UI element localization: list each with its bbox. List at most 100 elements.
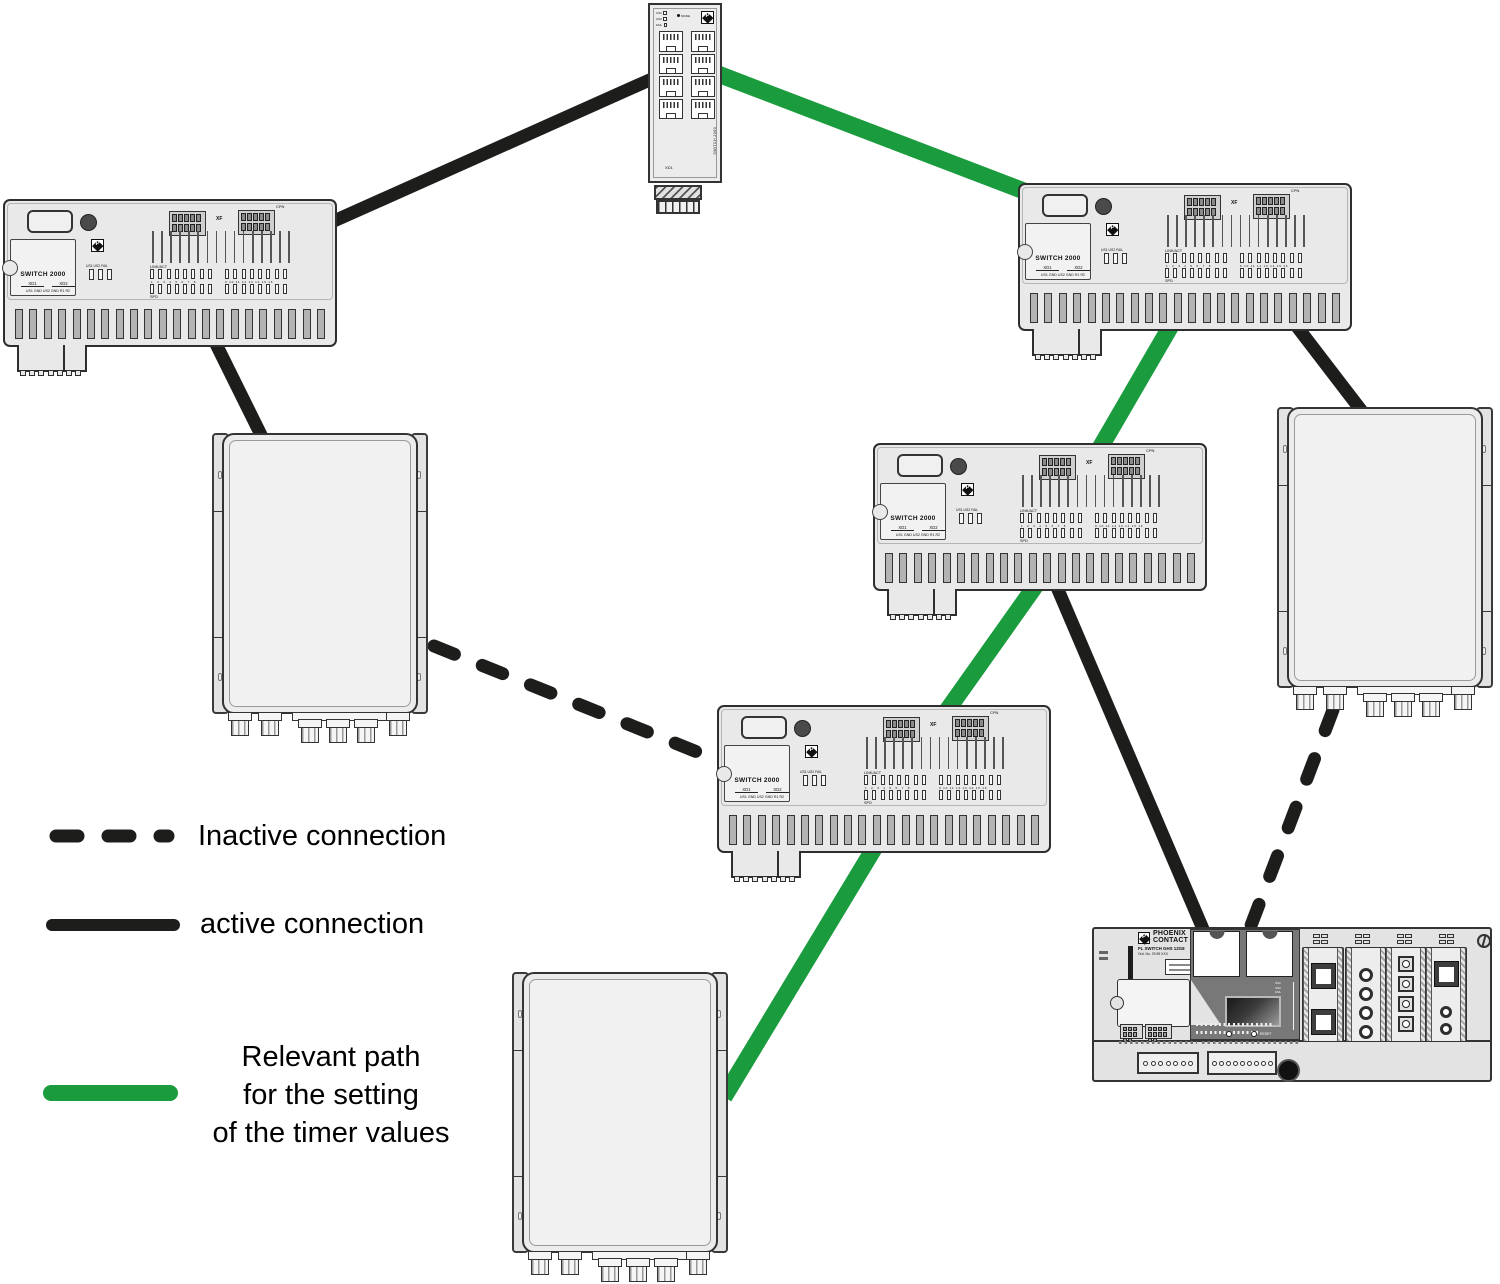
led bbox=[1165, 253, 1169, 263]
vent-slot bbox=[1173, 293, 1182, 323]
pin bbox=[910, 720, 915, 728]
logo-letter: P bbox=[705, 13, 710, 19]
pin bbox=[1187, 198, 1192, 206]
slot-leds bbox=[1355, 934, 1372, 944]
vent-slot bbox=[1216, 293, 1225, 323]
pin bbox=[172, 223, 177, 232]
flange-divider bbox=[513, 1176, 528, 1177]
enclosure-body bbox=[222, 433, 418, 714]
led bbox=[283, 269, 288, 279]
logo-letter: P bbox=[1110, 225, 1115, 231]
led bbox=[166, 283, 171, 294]
vent-line bbox=[288, 231, 290, 263]
slot-leds bbox=[1439, 934, 1456, 944]
spd-label: SPD bbox=[864, 800, 872, 805]
pin bbox=[1127, 1032, 1132, 1037]
vent-slot bbox=[1145, 293, 1153, 323]
led bbox=[1397, 939, 1404, 944]
vent-line bbox=[1267, 215, 1269, 247]
field-enclosure-left bbox=[212, 433, 428, 747]
rack-switch-2000: US1 US2 FAIL MODE P SWITCH 2000 XD1 bbox=[648, 3, 722, 214]
pin bbox=[1268, 197, 1273, 205]
led bbox=[1053, 527, 1058, 538]
pin bbox=[241, 213, 246, 221]
pin bbox=[1187, 207, 1192, 216]
enclosure-body bbox=[522, 972, 718, 1253]
wire-active-switch-left-to-box-left bbox=[209, 339, 272, 448]
led-label: US1 bbox=[656, 11, 662, 15]
rj45-port-grid bbox=[659, 31, 715, 119]
led bbox=[241, 269, 246, 279]
tooth bbox=[761, 876, 768, 882]
marking-plate bbox=[1110, 979, 1190, 1027]
led bbox=[1214, 253, 1219, 263]
led bbox=[107, 269, 112, 280]
vent-slot bbox=[1071, 553, 1080, 583]
terminal-hole bbox=[1158, 1060, 1163, 1066]
model-label: FL SWITCH GHS 12G8 bbox=[1138, 946, 1185, 951]
led bbox=[1181, 267, 1186, 278]
vent-slot bbox=[1129, 553, 1138, 583]
vent-slot bbox=[1000, 553, 1008, 583]
terminal-hole bbox=[1180, 1060, 1186, 1066]
pin bbox=[1280, 206, 1285, 215]
pin bbox=[1054, 467, 1059, 476]
vent-slot bbox=[1014, 553, 1023, 583]
pin bbox=[886, 720, 891, 728]
led bbox=[233, 283, 238, 294]
enclosure-lid bbox=[529, 979, 711, 1246]
vent-slot bbox=[987, 815, 996, 845]
vent-grille bbox=[885, 553, 1195, 583]
pin bbox=[1256, 206, 1261, 215]
led bbox=[274, 283, 279, 294]
linkact-label: LINK/ACT bbox=[150, 264, 168, 269]
vent-line bbox=[1276, 215, 1278, 247]
tooth bbox=[779, 876, 786, 882]
rj45-port bbox=[659, 76, 683, 97]
linkact-leds-9-16 bbox=[1095, 513, 1158, 523]
led bbox=[872, 775, 877, 785]
cable-gland bbox=[352, 719, 380, 743]
vent-slot bbox=[899, 553, 908, 583]
pin bbox=[967, 728, 972, 737]
terminal-connector-xf bbox=[1184, 195, 1221, 220]
wire-inactive-box-right-to-phoenix bbox=[1240, 703, 1340, 943]
led bbox=[1240, 253, 1244, 263]
flange-divider bbox=[1477, 485, 1492, 486]
extension-module-sc bbox=[1385, 947, 1427, 1042]
plate-notch bbox=[2, 260, 18, 276]
vent-slot bbox=[29, 309, 38, 339]
spd-label: SPD bbox=[1165, 278, 1173, 283]
terminal-connector-cpn bbox=[952, 716, 989, 741]
vent-line bbox=[1221, 215, 1224, 247]
xd1-label: XD1 bbox=[21, 281, 44, 287]
pin bbox=[1054, 458, 1059, 466]
vent-slot bbox=[216, 309, 225, 339]
module-rail bbox=[1337, 948, 1343, 1041]
extension-module-rj45 bbox=[1302, 947, 1344, 1042]
vent-line bbox=[1058, 475, 1060, 507]
spd-leds-9-16 bbox=[1240, 267, 1303, 278]
label-plate bbox=[741, 716, 787, 739]
pin bbox=[190, 223, 195, 232]
led bbox=[183, 283, 188, 294]
module-rail bbox=[1346, 948, 1352, 1041]
terminal-hole bbox=[1173, 1060, 1178, 1066]
pin bbox=[1132, 1026, 1137, 1031]
cable-gland bbox=[1417, 693, 1445, 717]
sc-port bbox=[1398, 956, 1414, 972]
vent-slot bbox=[887, 815, 896, 845]
led bbox=[208, 283, 213, 294]
power-led-labels: US1 US2 FAIL bbox=[86, 264, 109, 268]
pin bbox=[1193, 198, 1198, 206]
tooth bbox=[935, 614, 942, 620]
led bbox=[1298, 267, 1303, 278]
power-plug bbox=[1032, 329, 1102, 360]
vent-slot bbox=[1331, 293, 1340, 323]
led bbox=[663, 23, 668, 27]
vent-slot bbox=[115, 309, 124, 339]
vent-slot bbox=[273, 309, 282, 339]
